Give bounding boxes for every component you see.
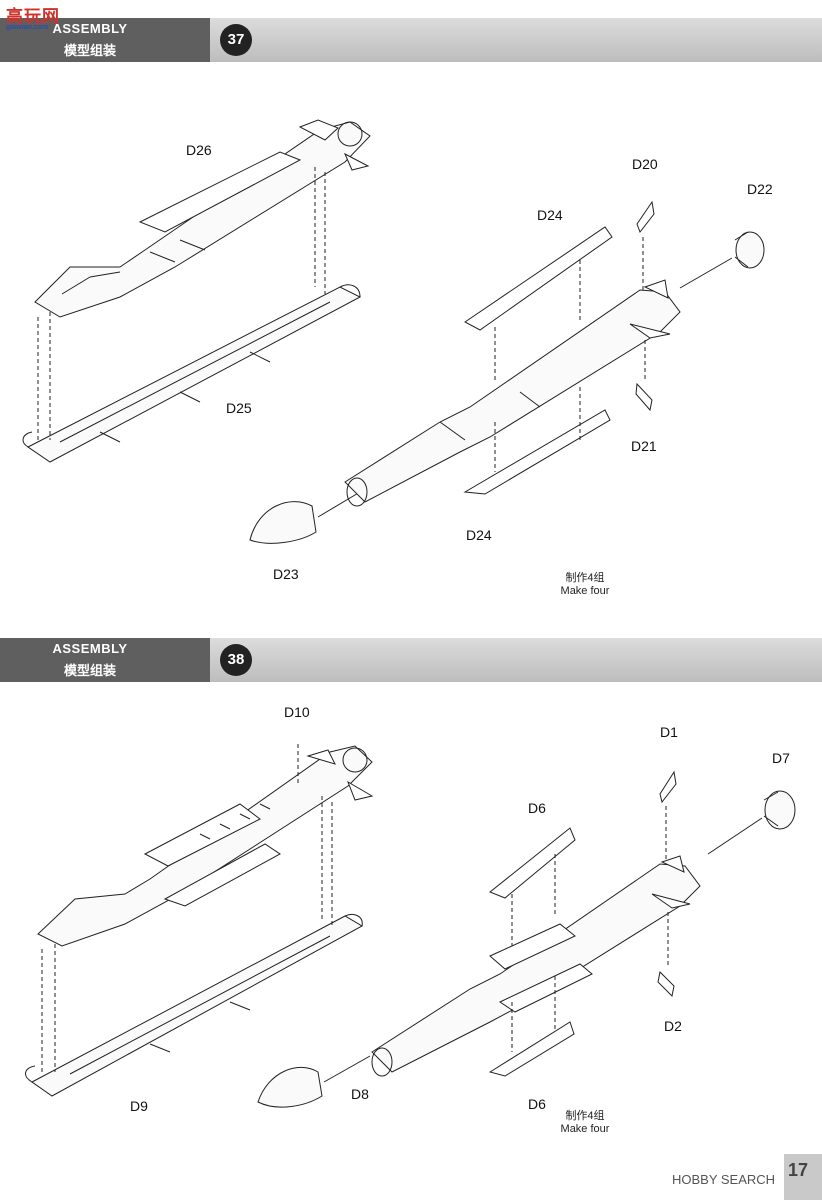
nose-cone-part [257, 1055, 371, 1108]
header-title-block [0, 18, 210, 62]
step-38-drawing: D10 D9 D8 D6 D6 D1 D2 D7 制作4组 Make four [0, 684, 822, 1154]
part-label-d21: D21 [631, 438, 657, 454]
part-label-d6-top: D6 [528, 800, 546, 816]
assembly-title-en: ASSEMBLY [52, 21, 128, 36]
watermark-text: 高玩网 [6, 7, 60, 26]
exhaust-nozzle-part [707, 790, 796, 855]
missile-half-lower [25, 913, 364, 1097]
step-number-badge: 38 [220, 644, 252, 676]
part-label-d6-bottom: D6 [528, 1096, 546, 1112]
part-label-d20: D20 [632, 156, 658, 172]
nose-cone-part [249, 491, 361, 544]
assembly-title-cn: 模型组装 [63, 43, 116, 58]
header-title-block [0, 638, 210, 682]
fin-plate-bottom [463, 387, 611, 495]
missile-assembled [371, 855, 701, 1077]
part-label-d24-top: D24 [537, 207, 563, 223]
part-label-d7: D7 [772, 750, 790, 766]
quantity-note-en: Make four [560, 585, 610, 597]
page-number: 17 [788, 1160, 809, 1180]
exhaust-nozzle-part [679, 231, 765, 289]
part-label-d1: D1 [660, 724, 678, 740]
part-label-d10: D10 [284, 704, 310, 720]
part-label-d23: D23 [273, 566, 299, 582]
assembly-title-cn: 模型组装 [63, 663, 116, 678]
fin-plate-bottom [488, 976, 575, 1077]
part-label-d25: D25 [226, 400, 252, 416]
fin-plate-top [464, 226, 613, 382]
step-37-header: ASSEMBLY 模型组装 37 [0, 18, 822, 62]
quantity-note: 制作4组 Make four [540, 572, 630, 598]
hobby-search-logo: HOBBY SEARCH [672, 1172, 776, 1187]
missile-half-upper [34, 119, 371, 318]
quantity-note-cn: 制作4组 [565, 572, 605, 584]
step-37-drawing: D26 D25 D23 D24 D24 D20 D21 D22 制作4组 Mak… [0, 62, 822, 632]
quantity-note-en: Make four [560, 1123, 610, 1135]
part-label-d8: D8 [351, 1086, 369, 1102]
page-number-tab: 17 [784, 1154, 822, 1200]
missile-half-upper [37, 745, 374, 947]
part-label-d22: D22 [747, 181, 773, 197]
part-label-d24-bottom: D24 [466, 527, 492, 543]
step-number-badge: 37 [220, 24, 252, 56]
step-38-header: ASSEMBLY 模型组装 38 [0, 638, 822, 682]
missile-assembly-diagram [22, 119, 765, 544]
watermark-url: gaowan.com [6, 24, 49, 31]
site-watermark: 高玩网 gaowan.com [4, 0, 68, 34]
fin-plate-top [489, 827, 576, 946]
part-label-d26: D26 [186, 142, 212, 158]
missile-half-lower [22, 284, 362, 463]
part-label-d9: D9 [130, 1098, 148, 1114]
quantity-note-cn: 制作4组 [565, 1110, 605, 1122]
part-label-d2: D2 [664, 1018, 682, 1034]
assembly-title-en: ASSEMBLY [52, 641, 128, 656]
missile-assembly-diagram [25, 744, 796, 1108]
missile-assembled [344, 279, 681, 507]
quantity-note: 制作4组 Make four [540, 1110, 630, 1136]
